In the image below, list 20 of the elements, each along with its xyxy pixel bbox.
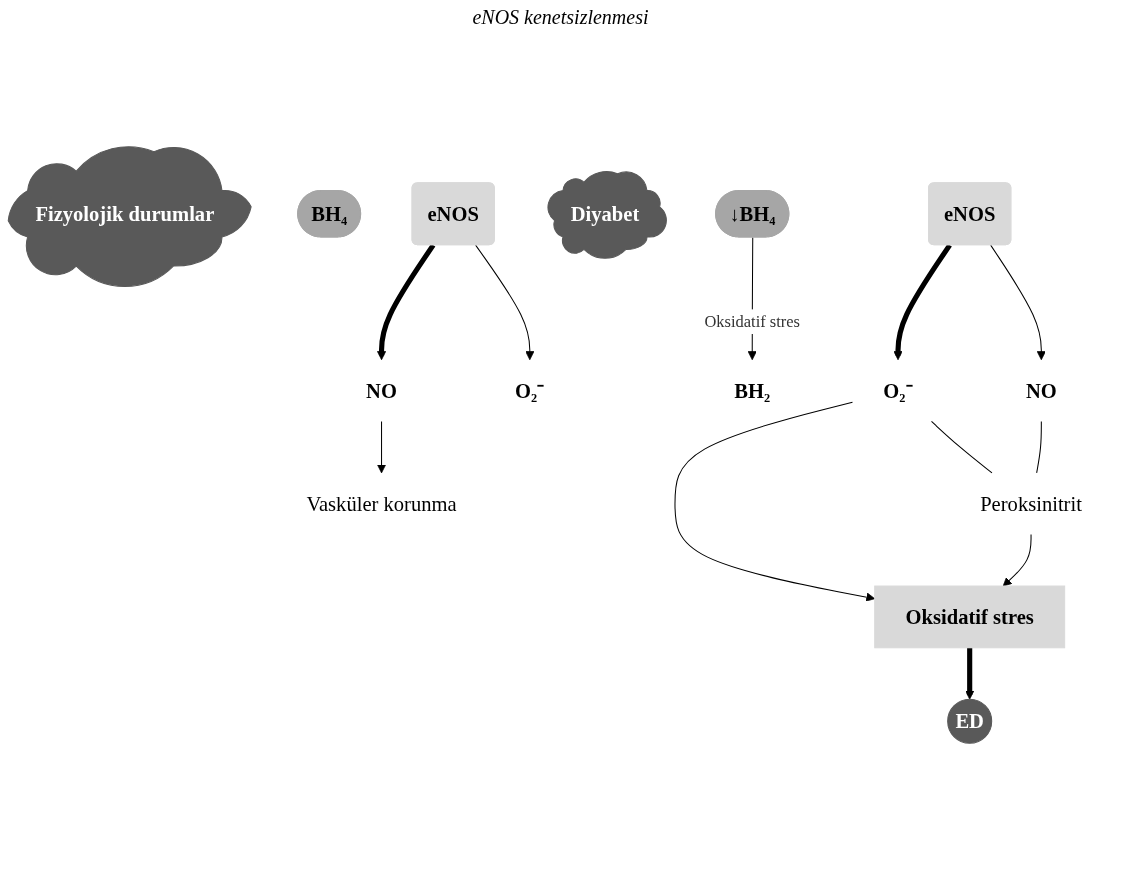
arrow — [990, 244, 1046, 361]
edge-label: Oksidatif stres — [704, 312, 801, 330]
arrow — [1002, 534, 1032, 587]
connector — [931, 420, 993, 474]
arrow — [377, 243, 436, 361]
node-text: O₂⁻ — [883, 379, 913, 402]
note-text: eNOS kenetsizlenmesi — [472, 6, 649, 28]
node-text: NO — [366, 379, 397, 402]
node-text: NO — [1025, 379, 1057, 402]
arrow — [893, 243, 952, 361]
node-text: Vasküler korunma — [306, 492, 457, 516]
arrow — [475, 244, 535, 361]
node-text: Peroksinitrit — [980, 492, 1082, 516]
node-box: Oksidatif stres — [874, 585, 1066, 649]
arrow — [965, 647, 975, 700]
node-circle: ED — [947, 698, 993, 744]
node-text: O₂⁻ — [515, 379, 545, 402]
arrow — [377, 420, 387, 474]
node-text: BH₂ — [734, 379, 771, 402]
connector — [1036, 420, 1042, 474]
